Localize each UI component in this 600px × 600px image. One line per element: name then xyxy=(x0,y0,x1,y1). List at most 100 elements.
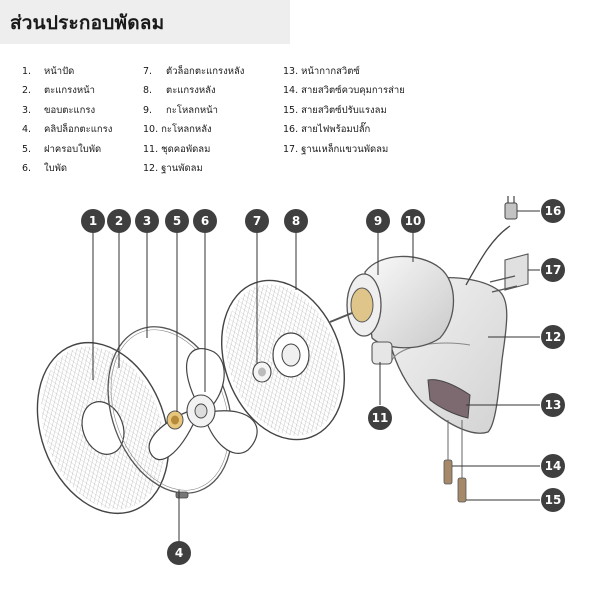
callout-1-label: 1 xyxy=(89,214,97,228)
part-number: 2. xyxy=(22,85,32,97)
callout-11-label: 11 xyxy=(372,411,389,425)
blade-cap xyxy=(166,410,184,430)
part-item: 12. ฐานพัดลม xyxy=(143,159,244,178)
part-label: สายไฟพร้อมปลั๊ก xyxy=(301,124,371,136)
part-item: 7. ตัวล็อกตะแกรงหลัง xyxy=(143,62,244,81)
switch-panel xyxy=(427,379,471,419)
part-item: 11. ชุดคอพัดลม xyxy=(143,140,244,159)
part-number: 16. xyxy=(283,124,299,136)
part-label: ตัวล็อกตะแกรงหลัง xyxy=(166,66,245,77)
callout-2: 2 xyxy=(107,209,131,233)
part-number: 11. xyxy=(143,143,159,155)
callout-2-label: 2 xyxy=(115,214,123,228)
part-item: 6. ใบพัด xyxy=(22,159,112,178)
callout-13-label: 13 xyxy=(545,398,562,412)
callout-4: 4 xyxy=(167,541,191,565)
callout-12-label: 12 xyxy=(545,330,562,344)
callout-14-label: 14 xyxy=(545,459,562,473)
part-label: คลิปล็อกตะแกรง xyxy=(44,124,113,136)
rear-grille xyxy=(221,279,345,441)
part-label: กะโหลกหน้า xyxy=(166,104,218,116)
part-item: 17. ฐานเหล็กแขวนพัดลม xyxy=(283,140,405,159)
part-label: สายสวิตซ์ควบคุมการส่าย xyxy=(301,85,405,97)
callout-9: 9 xyxy=(366,209,390,233)
callout-3-label: 3 xyxy=(143,214,151,228)
callout-8-label: 8 xyxy=(292,214,300,228)
part-item: 4. คลิปล็อกตะแกรง xyxy=(22,120,112,139)
page-title: ส่วนประกอบพัดลม xyxy=(10,12,165,34)
callout-1: 1 xyxy=(81,209,105,233)
part-label: สายสวิตซ์ปรับแรงลม xyxy=(301,104,387,116)
part-number: 10. xyxy=(143,124,159,136)
part-item: 1.หน้าปัด xyxy=(22,62,112,81)
part-item: 15. สายสวิตซ์ปรับแรงลม xyxy=(283,101,405,120)
part-item: 16. สายไฟพร้อมปลั๊ก xyxy=(283,120,405,139)
leader-lines xyxy=(92,210,540,541)
part-item: 3. ขอบตะแกรง xyxy=(22,101,112,120)
callout-7: 7 xyxy=(245,209,269,233)
grille-clip xyxy=(175,491,189,499)
part-label: ตะแกรงหน้า xyxy=(44,85,95,97)
part-number: 9. xyxy=(143,104,153,116)
part-label: ฐานเหล็กแขวนพัดลม xyxy=(301,143,389,155)
fan-blade xyxy=(148,347,258,461)
motor-front-housing xyxy=(329,273,382,337)
callout-16-label: 16 xyxy=(545,204,562,218)
callout-9-label: 9 xyxy=(374,214,382,228)
part-label: ขอบตะแกรง xyxy=(44,104,96,116)
switch-cords xyxy=(443,420,467,503)
callout-7-label: 7 xyxy=(253,214,261,228)
callout-5: 5 xyxy=(165,209,189,233)
part-number: 3. xyxy=(22,104,32,116)
callout-14: 14 xyxy=(541,454,565,478)
part-number: 4. xyxy=(22,124,32,136)
part-item: 14. สายสวิตซ์ควบคุมการส่าย xyxy=(283,81,405,100)
callout-8: 8 xyxy=(284,209,308,233)
part-item: 2. ตะแกรงหน้า xyxy=(22,81,112,100)
part-label: ฝาครอบใบพัด xyxy=(44,143,102,155)
callout-10-label: 10 xyxy=(405,214,422,228)
grille-rim xyxy=(107,326,233,494)
part-label: หน้ากากสวิตซ์ xyxy=(301,66,360,77)
parts-legend-col-1: 1.หน้าปัด 2. ตะแกรงหน้า 3. ขอบตะแกรง 4. คลิ… xyxy=(22,62,112,178)
part-item: 5. ฝาครอบใบพัด xyxy=(22,140,112,159)
part-label: ฐานพัดลม xyxy=(161,163,203,175)
callout-16: 16 xyxy=(541,199,565,223)
motor-rear-housing xyxy=(364,255,455,349)
part-number: 5. xyxy=(22,143,32,155)
part-item: 13. หน้ากากสวิตซ์ xyxy=(283,62,405,81)
part-label: หน้าปัด xyxy=(44,66,75,77)
part-item: 10. กะโหลกหลัง xyxy=(143,120,244,139)
part-number: 6. xyxy=(22,163,32,175)
callout-15-label: 15 xyxy=(545,493,562,507)
callout-6-label: 6 xyxy=(201,214,209,228)
callout-15: 15 xyxy=(541,488,565,512)
callout-6: 6 xyxy=(193,209,217,233)
part-number: 7. xyxy=(143,66,153,77)
part-label: กะโหลกหลัง xyxy=(161,124,212,136)
title-bar xyxy=(0,0,290,44)
part-number: 15. xyxy=(283,104,299,116)
callout-13: 13 xyxy=(541,393,565,417)
wall-bracket xyxy=(489,253,529,293)
callout-3: 3 xyxy=(135,209,159,233)
part-number: 8. xyxy=(143,85,153,97)
part-label: ชุดคอพัดลม xyxy=(161,143,211,155)
parts-legend-col-2: 7. ตัวล็อกตะแกรงหลัง 8. ตะแกรงหลัง 9. กะ… xyxy=(143,62,244,178)
parts-legend-col-3: 13. หน้ากากสวิตซ์ 14. สายสวิตซ์ควบคุมการ… xyxy=(283,62,405,159)
rear-grille-lock-nut xyxy=(252,361,272,383)
part-item: 8. ตะแกรงหลัง xyxy=(143,81,244,100)
callout-4-label: 4 xyxy=(175,546,183,560)
callout-17-label: 17 xyxy=(545,263,562,277)
part-label: ตะแกรงหลัง xyxy=(166,85,216,97)
front-grille xyxy=(36,341,170,515)
part-number: 17. xyxy=(283,143,299,155)
callout-12: 12 xyxy=(541,325,565,349)
callout-10: 10 xyxy=(401,209,425,233)
callout-11: 11 xyxy=(368,406,392,430)
part-item: 9. กะโหลกหน้า xyxy=(143,101,244,120)
callout-5-label: 5 xyxy=(173,214,181,228)
part-label: ใบพัด xyxy=(44,163,68,175)
callout-17: 17 xyxy=(541,258,565,282)
